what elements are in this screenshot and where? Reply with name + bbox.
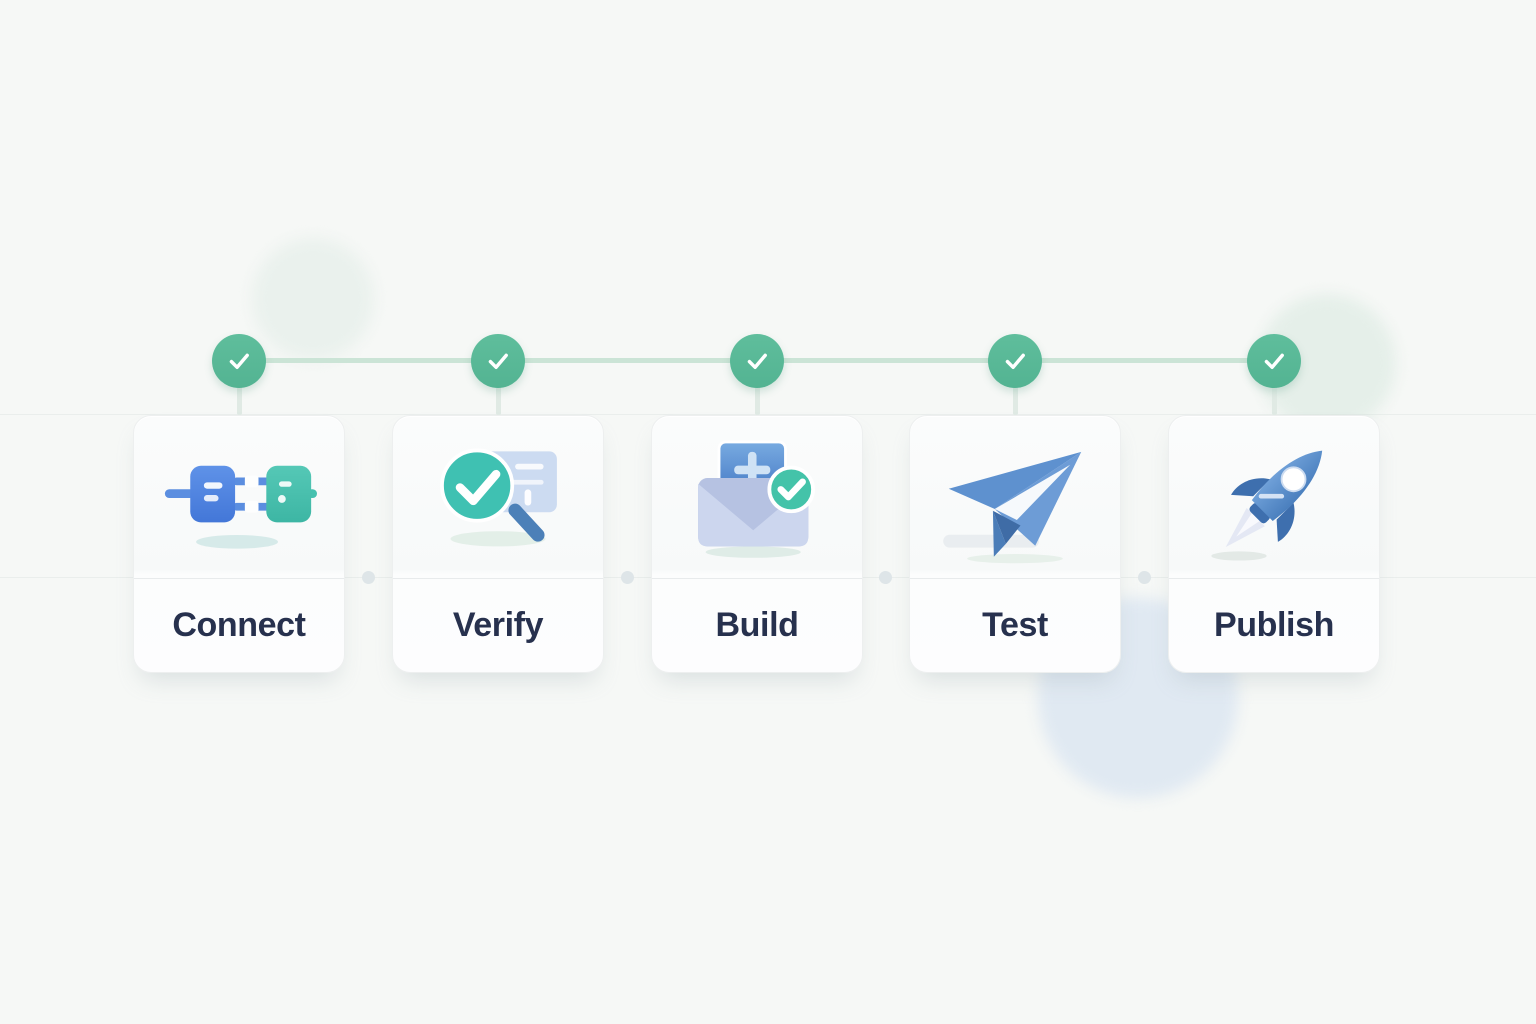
step-status-connect bbox=[212, 334, 266, 388]
check-icon bbox=[229, 353, 249, 370]
envelope-plus-check-icon bbox=[698, 440, 815, 558]
check-icon bbox=[488, 353, 508, 370]
step-card-test[interactable]: Test bbox=[909, 415, 1121, 673]
connector-dot bbox=[1138, 571, 1151, 584]
check-icon bbox=[747, 353, 767, 370]
card-divider bbox=[1169, 578, 1379, 579]
card-divider bbox=[652, 578, 862, 579]
step-label: Test bbox=[982, 606, 1048, 644]
step-icon-area bbox=[134, 416, 344, 578]
step-icon-area bbox=[652, 416, 862, 578]
step-label-area: Publish bbox=[1169, 579, 1379, 672]
connector-dot bbox=[362, 571, 375, 584]
step-label-area: Verify bbox=[393, 579, 603, 672]
step-label: Publish bbox=[1214, 606, 1334, 644]
step-label-area: Connect bbox=[134, 579, 344, 672]
step-label-area: Test bbox=[910, 579, 1120, 672]
rocket-icon bbox=[1211, 450, 1323, 561]
check-icon bbox=[1005, 353, 1025, 370]
step-card-connect[interactable]: Connect bbox=[133, 415, 345, 673]
step-status-publish bbox=[1247, 334, 1301, 388]
step-card-verify[interactable]: Verify bbox=[392, 415, 604, 673]
step-label: Build bbox=[715, 606, 799, 644]
step-connector-stub bbox=[236, 385, 242, 415]
background-hairline bbox=[0, 414, 1536, 415]
step-label: Connect bbox=[172, 606, 306, 644]
connector-dot bbox=[621, 571, 634, 584]
step-connector-stub bbox=[495, 385, 501, 415]
step-status-build bbox=[730, 334, 784, 388]
step-label-area: Build bbox=[652, 579, 862, 672]
magnifier-check-icon bbox=[440, 448, 557, 547]
step-label: Verify bbox=[452, 606, 544, 644]
step-status-verify bbox=[471, 334, 525, 388]
step-status-test bbox=[988, 334, 1042, 388]
background-blob bbox=[252, 238, 374, 360]
step-connector-stub bbox=[754, 385, 760, 415]
step-icon-area bbox=[1169, 416, 1379, 578]
step-card-build[interactable]: Build bbox=[651, 415, 863, 673]
card-divider bbox=[393, 578, 603, 579]
step-connector-stub bbox=[1012, 385, 1018, 415]
card-divider bbox=[910, 578, 1120, 579]
step-card-publish[interactable]: Publish bbox=[1168, 415, 1380, 673]
check-icon bbox=[1264, 353, 1284, 370]
step-connector-stub bbox=[1271, 385, 1277, 415]
step-icon-area bbox=[910, 416, 1120, 578]
paper-plane-icon bbox=[943, 451, 1082, 564]
card-divider bbox=[134, 578, 344, 579]
step-icon-area bbox=[393, 416, 603, 578]
plug-connection-icon bbox=[164, 465, 317, 549]
connector-dot bbox=[879, 571, 892, 584]
